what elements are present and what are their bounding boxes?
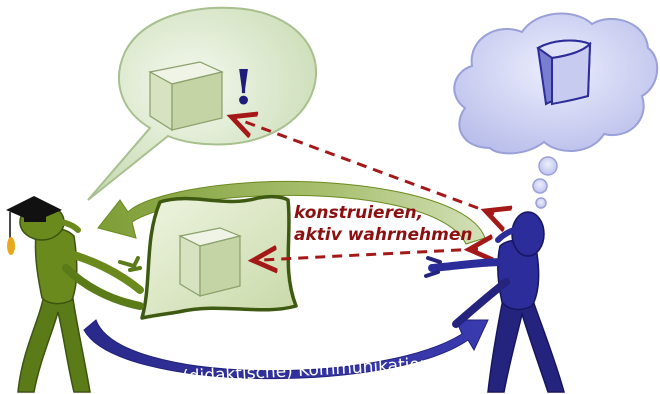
speech-bubble: ! xyxy=(87,6,318,201)
construct-label-line1: konstruieren, xyxy=(294,203,423,223)
learner-figure xyxy=(424,211,565,393)
thought-cloud xyxy=(453,12,659,209)
cube-icon xyxy=(178,227,242,298)
dashed-arrow-cloth xyxy=(262,249,478,260)
cube-icon xyxy=(148,61,224,132)
dashed-arrow-bubble xyxy=(240,120,494,214)
cube-icon-distorted xyxy=(536,39,592,106)
exclamation-mark: ! xyxy=(233,60,254,116)
teacher-figure xyxy=(6,196,144,393)
perception-arrows xyxy=(240,120,494,260)
construct-label-line2: aktiv wahrnehmen xyxy=(294,225,472,245)
communication-arrow xyxy=(83,319,489,380)
communication-label: (didaktische) Kommunikation xyxy=(182,354,431,387)
cloth-shape xyxy=(140,194,298,320)
graduation-cap-icon xyxy=(6,196,62,255)
